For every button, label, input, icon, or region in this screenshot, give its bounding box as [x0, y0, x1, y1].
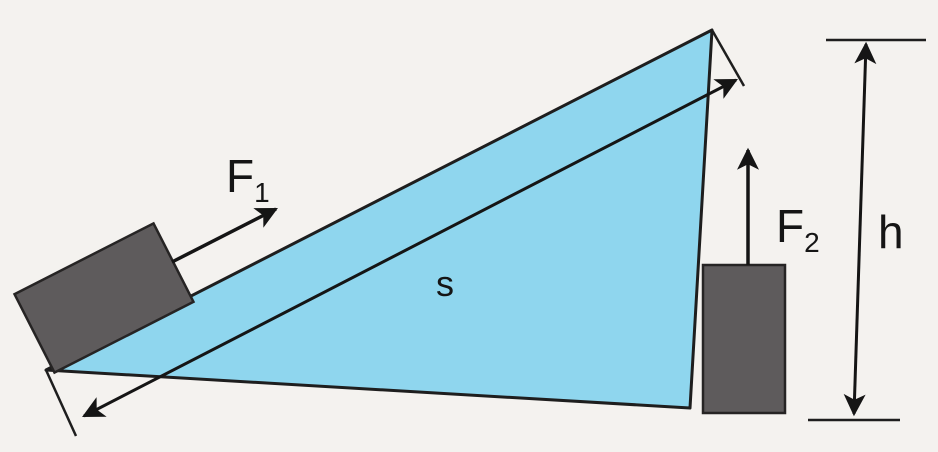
label-height-h: h — [878, 206, 904, 258]
label-f2-sub: 2 — [804, 227, 820, 258]
slope-length-arrow — [82, 78, 738, 418]
block-vertical — [701, 263, 787, 415]
label-f1-main: F — [226, 150, 254, 202]
force-f1-arrow — [171, 207, 278, 264]
label-f1: F1 — [226, 150, 270, 208]
slope-end-tick-top — [710, 29, 746, 87]
height-arrow — [843, 41, 877, 417]
label-f2: F2 — [776, 200, 820, 258]
label-slope-s: s — [436, 263, 454, 304]
label-f2-main: F — [776, 200, 804, 252]
label-f1-sub: 1 — [254, 177, 270, 208]
slope-end-tick-bottom — [44, 369, 78, 437]
